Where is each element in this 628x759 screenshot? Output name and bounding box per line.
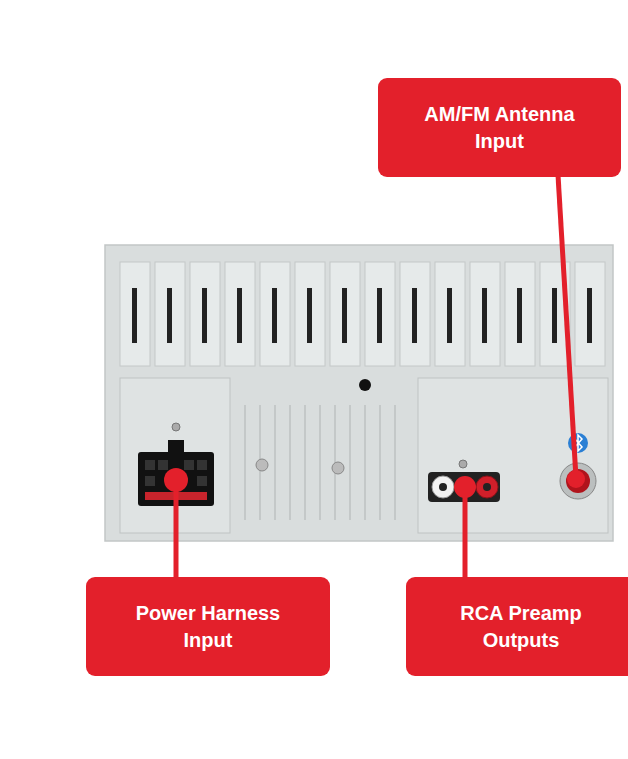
callout-label: Power Harness Input — [126, 600, 291, 654]
fin-slot — [517, 288, 522, 343]
panel-ribs — [245, 405, 395, 520]
leader-line — [558, 175, 576, 478]
fin-slot — [132, 288, 137, 343]
screw — [332, 462, 344, 474]
screw — [172, 423, 180, 431]
fin — [190, 262, 220, 366]
leader-line — [174, 480, 179, 579]
fin — [575, 262, 605, 366]
antenna-jack — [560, 463, 596, 499]
mount-hole — [359, 379, 371, 391]
fin — [330, 262, 360, 366]
fin-slot — [482, 288, 487, 343]
fin — [225, 262, 255, 366]
fin — [295, 262, 325, 366]
fin-slot — [552, 288, 557, 343]
callout-box: Power Harness Input — [86, 577, 330, 676]
fin-slot — [377, 288, 382, 343]
fin-slot — [202, 288, 207, 343]
output-panel — [418, 378, 608, 533]
leader-dot — [164, 468, 188, 492]
fin-slot — [447, 288, 452, 343]
callout-label: AM/FM Antenna Input — [417, 101, 582, 155]
fin-slot — [307, 288, 312, 343]
fin — [260, 262, 290, 366]
bluetooth-icon — [568, 433, 588, 453]
fin-slot — [272, 288, 277, 343]
fin-slot — [237, 288, 242, 343]
fin — [505, 262, 535, 366]
callout-box: AM/FM Antenna Input — [378, 78, 621, 177]
callout-box: RCA Preamp Outputs — [406, 577, 628, 676]
fin-slot — [412, 288, 417, 343]
leader-line — [463, 487, 468, 579]
fin-slot — [587, 288, 592, 343]
fin — [470, 262, 500, 366]
fin — [120, 262, 150, 366]
cooling-fins — [120, 262, 605, 366]
fin — [435, 262, 465, 366]
callout-label: RCA Preamp Outputs — [439, 600, 604, 654]
fin — [365, 262, 395, 366]
leader-lines — [164, 175, 585, 579]
leader-dot — [567, 470, 585, 488]
stereo-body — [105, 245, 613, 541]
fin-slot — [342, 288, 347, 343]
rca-jacks — [428, 472, 500, 502]
screw — [256, 459, 268, 471]
leader-dot — [454, 476, 476, 498]
screw — [459, 460, 467, 468]
fin-slot — [167, 288, 172, 343]
fin — [155, 262, 185, 366]
fin — [400, 262, 430, 366]
